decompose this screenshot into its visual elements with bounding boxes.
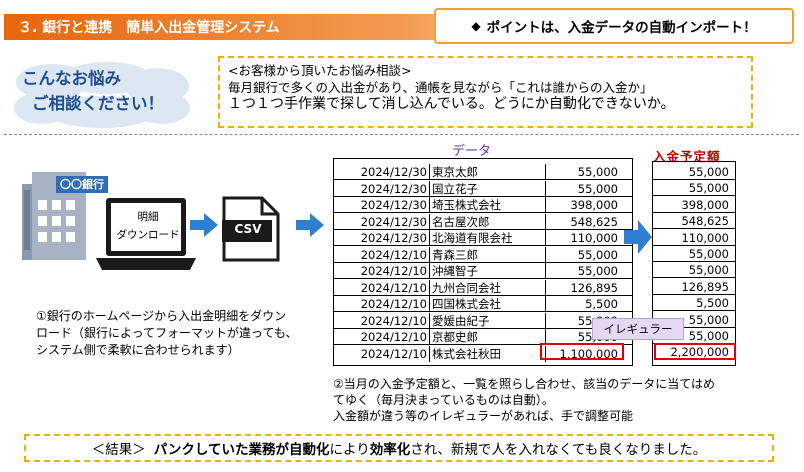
expected-row: 55,000	[653, 246, 735, 262]
row-date: 2024/12/30	[334, 213, 430, 229]
row-date: 2024/12/30	[334, 230, 430, 245]
page-title: ３. 銀行と連携 簡単入出金管理システム	[18, 20, 280, 36]
row-date: 2024/12/30	[334, 180, 430, 196]
arrow-right-icon	[296, 213, 324, 237]
row-amount: 5,500	[585, 297, 618, 311]
consult-line-2: １つ１つ手作業で探して消し込んでいる。どうにか自動化できないか。	[228, 96, 675, 112]
result-box: ＜結果＞ パンクしていた業務が 自動化 により 効率化 され、新規で人を入れなく…	[24, 434, 774, 462]
bank-label: 〇〇銀行	[56, 176, 108, 193]
row-name: 名古屋次郎	[430, 213, 546, 229]
result-part-2: により	[329, 442, 370, 458]
row-amount: 55,000	[577, 181, 618, 196]
arrow-right-icon	[624, 220, 652, 254]
expected-row: 55,000	[653, 262, 735, 279]
row-amount: 55,000	[577, 165, 618, 179]
row-date: 2024/12/30	[334, 197, 430, 212]
cloud-shape	[14, 62, 190, 128]
expected-row: 2,200,000	[670, 345, 729, 360]
result-bold-1: 自動化	[288, 442, 330, 458]
row-date: 2024/12/30	[334, 164, 430, 179]
expected-row: 5,500	[653, 295, 735, 312]
row-name: 沖縄智子	[430, 263, 546, 278]
row-amount: 110,000	[570, 231, 618, 245]
irregular-label: イレギュラー	[592, 318, 684, 340]
consult-box: <お客様から頂いたお悩み相談> 毎月銀行で多くの入出金があり、通帳を見ながら「こ…	[218, 56, 753, 128]
consult-heading: <お客様から頂いたお悩み相談>	[228, 63, 412, 78]
expected-row: 548,625	[653, 213, 735, 230]
row-date: 2024/12/10	[334, 296, 430, 311]
row-name: 愛媛由紀子	[430, 312, 546, 328]
row-name: 東京太郎	[430, 164, 546, 179]
laptop-icon	[96, 198, 196, 270]
expected-title: 入金予定額	[653, 149, 721, 164]
row-date: 2024/12/10	[334, 246, 430, 262]
row-name: 四国株式会社	[430, 296, 546, 311]
row-date: 2024/12/10	[334, 312, 430, 328]
header: ３. 銀行と連携 簡単入出金管理システム ◆ ポイントは、入金データの自動インポ…	[4, 6, 799, 46]
point-box: ◆ ポイントは、入金データの自動インポート！	[434, 8, 794, 44]
cloud-line-2: ご相談ください！	[32, 94, 164, 113]
laptop-text: 明細 ダウンロード	[113, 208, 183, 244]
row-name: 京都史郎	[430, 329, 546, 344]
download-description: ①銀行のホームページから入出金明細をダウンロード（銀行によってフォーマットが違っ…	[36, 309, 298, 357]
csv-label: CSV	[234, 222, 262, 236]
row-name: 北海道有限会社	[430, 230, 546, 245]
diamond-icon: ◆	[471, 19, 481, 33]
result-part-1: パンクしていた業務が	[153, 442, 289, 458]
matching-line-1: ②当月の入金予定額と、一覧を照らし合わせ、該当のデータに当てはめ	[333, 377, 716, 391]
row-amount: 1,100,000	[559, 346, 618, 361]
result-bold-2: 効率化	[369, 442, 411, 458]
row-date: 2024/12/10	[334, 329, 430, 344]
row-amount: 126,895	[570, 280, 618, 295]
consult-cloud: こんなお悩み ご相談ください！	[12, 60, 192, 130]
irregular-highlight-data	[540, 343, 624, 360]
result-part-3: され、新規で人を入れなくても良くなりました。	[410, 442, 707, 458]
expected-row: 55,000	[653, 312, 735, 328]
expected-row: 398,000	[653, 197, 735, 213]
row-amount: 55,000	[577, 264, 618, 278]
arrow-right-icon	[190, 213, 218, 237]
csv-file-icon	[222, 196, 280, 262]
data-title: データ	[452, 144, 492, 159]
expected-row: 126,895	[653, 279, 735, 295]
laptop-line-2: ダウンロード	[116, 229, 180, 241]
matching-description: ②当月の入金予定額と、一覧を照らし合わせ、該当のデータに当てはめ てゆく（毎月決…	[333, 376, 763, 424]
row-amount: 55,000	[577, 247, 618, 262]
row-amount: 548,625	[570, 214, 618, 229]
table-row: 2024/12/10愛媛由紀子55,000	[334, 312, 632, 329]
row-name: 株式会社秋田	[430, 345, 546, 362]
cloud-line-1: こんなお悩み	[22, 69, 121, 88]
result-prefix: ＜結果＞	[91, 442, 146, 458]
row-name: 国立花子	[430, 180, 546, 196]
consult-line-1: 毎月銀行で多くの入出金があり、通帳を見ながら「これは誰からの入金か」	[228, 80, 653, 95]
expected-row: 55,000	[653, 180, 735, 197]
irregular-highlight-expected	[654, 343, 736, 360]
row-amount: 398,000	[570, 198, 618, 212]
row-date: 2024/12/10	[334, 263, 430, 278]
row-name: 九州合同会社	[430, 279, 546, 295]
matching-line-3: 入金額が違う等のイレギュラーがあれば、手で調整可能	[333, 409, 634, 423]
row-date: 2024/12/10	[334, 345, 430, 362]
row-date: 2024/12/10	[334, 279, 430, 295]
expected-row: 110,000	[653, 230, 735, 246]
section-divider	[4, 134, 799, 135]
laptop-line-1: 明細	[137, 211, 159, 223]
point-text: ポイントは、入金データの自動インポート！	[486, 20, 757, 36]
expected-row: 55,000	[653, 164, 735, 180]
row-name: 青森三郎	[430, 246, 546, 262]
matching-line-2: てゆく（毎月決まっているものは自動）。	[333, 393, 554, 407]
row-name: 埼玉株式会社	[430, 197, 546, 212]
